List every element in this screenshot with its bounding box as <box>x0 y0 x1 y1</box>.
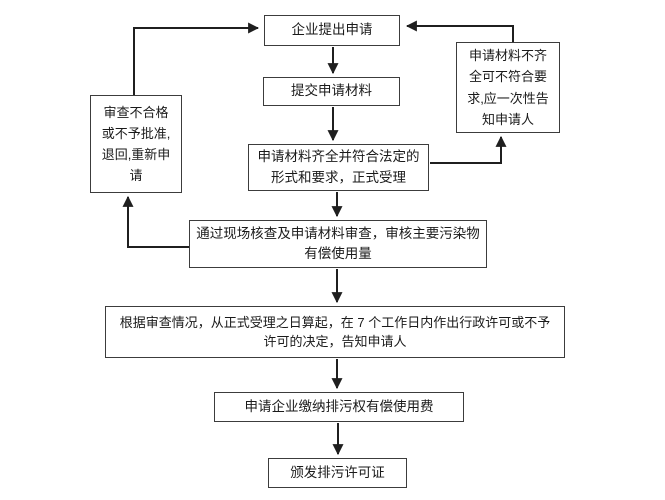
arrow-incomplete-to-apply <box>405 20 514 42</box>
node-apply: 企业提出申请 <box>264 15 400 46</box>
node-formal-acceptance-label: 申请材料齐全并符合法定的 形式和要求，正式受理 <box>257 149 420 185</box>
node-pay-fee: 申请企业缴纳排污权有偿使用费 <box>214 392 464 422</box>
node-site-review: 通过现场核查及申请材料审查，审核主要污染物 有偿使用量 <box>189 220 487 268</box>
arrow-review-to-reject <box>122 195 189 248</box>
node-site-review-label: 通过现场核查及申请材料审查，审核主要污染物 有偿使用量 <box>196 225 480 261</box>
arrow-reject-to-apply <box>133 22 260 95</box>
node-decision-7days-label: 根据审查情况，从正式受理之日算起，在 7 个工作日内作出行政许可或不予 许可的决… <box>119 314 551 350</box>
node-submit-materials: 提交申请材料 <box>263 77 400 106</box>
node-decision-7days: 根据审查情况，从正式受理之日算起，在 7 个工作日内作出行政许可或不予 许可的决… <box>105 306 565 358</box>
node-reject-reapply-label: 审查不合格 或不予批准, 退回,重新申 请 <box>101 104 171 184</box>
node-pay-fee-label: 申请企业缴纳排污权有偿使用费 <box>244 398 434 414</box>
node-apply-label: 企业提出申请 <box>291 22 373 38</box>
node-formal-acceptance: 申请材料齐全并符合法定的 形式和要求，正式受理 <box>248 144 429 191</box>
node-incomplete-materials: 申请材料不齐 全可不符合要 求,应一次性告 知申请人 <box>456 42 560 133</box>
node-submit-materials-label: 提交申请材料 <box>291 83 372 99</box>
node-issue-permit-label: 颁发排污许可证 <box>290 464 385 480</box>
node-issue-permit: 颁发排污许可证 <box>268 458 407 488</box>
node-incomplete-materials-label: 申请材料不齐 全可不符合要 求,应一次性告 知申请人 <box>467 48 549 127</box>
arrow-accept-to-incomplete <box>430 135 507 164</box>
node-reject-reapply: 审查不合格 或不予批准, 退回,重新申 请 <box>90 95 182 193</box>
